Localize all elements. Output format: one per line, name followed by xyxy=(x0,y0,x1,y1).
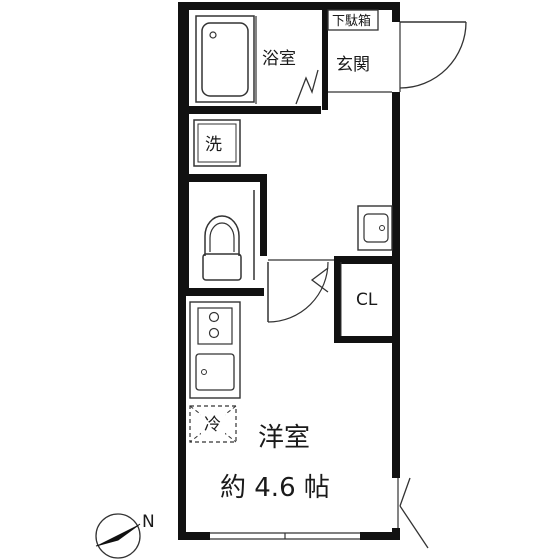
closet-wall-top xyxy=(334,256,392,264)
closet-wall-left xyxy=(334,256,341,342)
balcony-door xyxy=(397,477,429,549)
burner-1 xyxy=(208,311,220,323)
compass: N xyxy=(95,512,155,559)
bathtub-outer xyxy=(195,15,255,103)
closet-wall-bottom xyxy=(334,336,392,343)
toilet-wall-right xyxy=(260,174,267,256)
entrance-label: 玄関 xyxy=(336,55,370,75)
kitchen-counter xyxy=(189,301,241,399)
compass-north-label: N xyxy=(142,512,155,532)
washer-box xyxy=(193,119,241,167)
main-room: 洋室 約 4.6 帖 xyxy=(220,423,330,503)
outer-walls xyxy=(178,2,400,540)
toilet-wall-bottom xyxy=(178,288,264,296)
fridge-label: 冷 xyxy=(204,415,221,435)
shoe-box-label: 下駄箱 xyxy=(332,13,371,29)
kitchen-sink xyxy=(195,353,235,391)
burner-2 xyxy=(208,327,220,339)
sink-counter xyxy=(357,205,393,251)
sink xyxy=(357,205,393,251)
bottom-window xyxy=(210,532,360,540)
bathroom-wall-right xyxy=(322,10,328,110)
wall-right-mid xyxy=(392,92,400,478)
bathtub-inner xyxy=(201,22,249,97)
bathroom-folding-door xyxy=(295,69,319,105)
toilet xyxy=(178,174,267,296)
balcony-door-leaf-2 xyxy=(399,477,411,507)
wall-bottom-right xyxy=(360,532,400,540)
closet: CL xyxy=(267,256,392,343)
toilet-bowl xyxy=(204,215,240,256)
main-room-area: 約 4.6 帖 xyxy=(220,473,330,503)
bathroom-wall-bottom xyxy=(189,106,321,114)
wall-top xyxy=(178,2,400,10)
bathroom: 浴室 xyxy=(189,10,328,114)
wall-bottom-left xyxy=(178,532,210,540)
fridge-space xyxy=(189,405,237,443)
sink-drain xyxy=(379,225,385,231)
main-room-label: 洋室 xyxy=(258,423,310,453)
stove xyxy=(197,307,233,345)
fridge-label-bg xyxy=(201,412,225,434)
kitchen xyxy=(189,301,241,399)
bathroom-label: 浴室 xyxy=(262,49,296,69)
fridge: 冷 xyxy=(189,405,237,443)
entry-door-swing xyxy=(399,21,467,89)
closet-label: CL xyxy=(356,290,378,310)
compass-needle-icon xyxy=(96,524,140,546)
bathtub-drain xyxy=(209,31,217,39)
washer-label: 洗 xyxy=(205,135,222,155)
kitchen-sink-drain xyxy=(201,369,207,375)
washer: 洗 xyxy=(193,119,241,167)
wall-left-lower xyxy=(178,292,186,540)
toilet-wall-top xyxy=(178,174,266,182)
balcony-door-leaf xyxy=(399,505,429,549)
compass-circle xyxy=(95,513,141,559)
wall-left-upper xyxy=(178,2,189,292)
sink-basin xyxy=(363,213,389,243)
wall-right-upper xyxy=(392,2,400,22)
washer-inner xyxy=(197,123,237,163)
toilet-seat xyxy=(209,222,235,252)
shoe-box xyxy=(327,9,379,31)
toilet-tank xyxy=(202,253,242,281)
compass-needle-tail xyxy=(95,523,141,547)
corridor-door-swing xyxy=(267,261,329,323)
entrance: 下駄箱 玄関 xyxy=(327,9,467,93)
